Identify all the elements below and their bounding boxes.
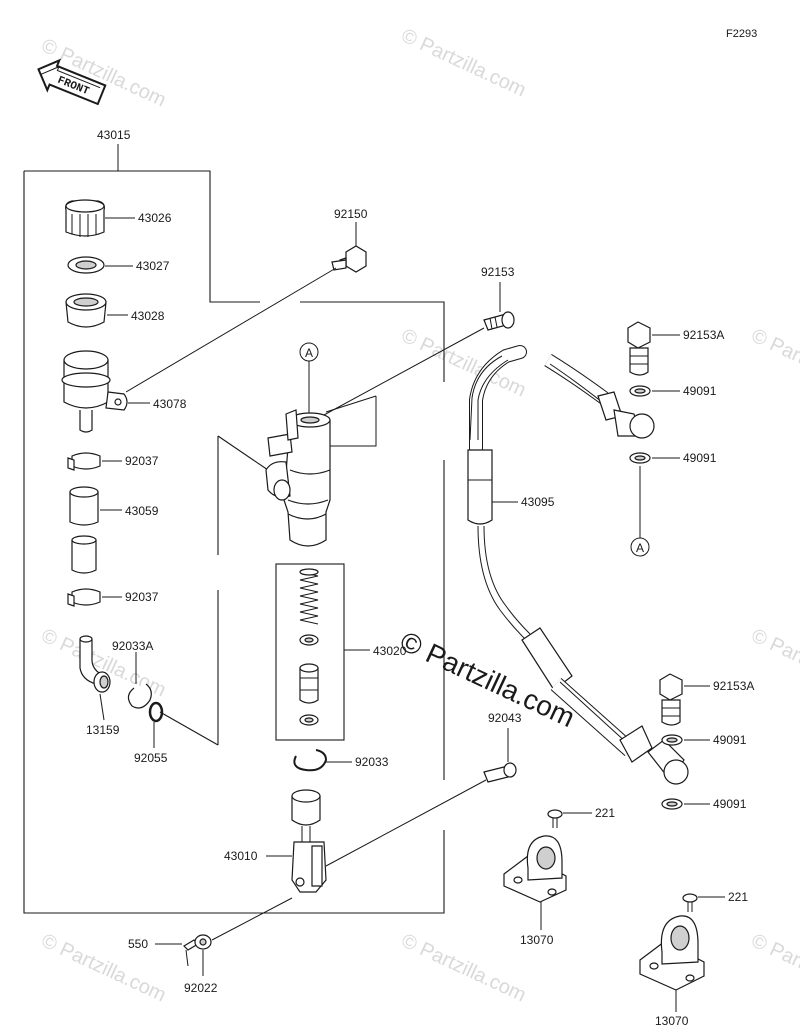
label-43078: 43078 (153, 397, 187, 411)
reservoir-diaphragm (65, 293, 107, 328)
banjo-bolt-upper (627, 321, 651, 376)
label-13070-b: 13070 (655, 1014, 689, 1028)
screw-221-b (682, 893, 698, 912)
watermark-9: © Partzilla.com (748, 930, 800, 1007)
label-221-a: 221 (595, 806, 615, 820)
watermark-6: © Partzilla.com (748, 625, 800, 702)
label-92043: 92043 (488, 711, 522, 725)
reservoir-tank (61, 350, 128, 433)
circlip-92033A (127, 683, 152, 709)
brake-hose (467, 345, 689, 785)
reservoir-hose (69, 486, 99, 574)
banjo-bolt-lower (659, 673, 683, 726)
label-92055: 92055 (134, 751, 168, 765)
circlip-92033 (293, 749, 328, 772)
assembly-frame: 43015 (23, 128, 445, 914)
label-43028: 43028 (131, 309, 165, 323)
screw-221-a (547, 809, 563, 828)
piston-kit (275, 563, 345, 741)
label-49091-1: 49091 (683, 384, 717, 398)
push-rod (291, 789, 327, 893)
label-49091-4: 49091 (713, 797, 747, 811)
label-221-b: 221 (728, 890, 748, 904)
bolt-92150 (331, 245, 367, 273)
label-550: 550 (128, 937, 148, 951)
label-49091-3: 49091 (713, 733, 747, 747)
reservoir-cap (65, 199, 105, 237)
o-ring-92055 (148, 701, 164, 723)
reservoir-plate (67, 256, 105, 274)
label-43020: 43020 (373, 644, 407, 658)
watermark-2: © Partzilla.com (398, 25, 529, 102)
watermark-4: © Partzilla.com (748, 325, 800, 402)
label-92033A: 92033A (112, 639, 153, 653)
hose-clamp-2 (67, 588, 101, 607)
clevis-pin (483, 762, 517, 783)
label-92150: 92150 (334, 207, 368, 221)
master-cylinder-body (265, 409, 331, 547)
front-arrow-icon: FRONT (37, 58, 107, 106)
marker-a-hose: A (636, 541, 644, 555)
figure-code: F2293 (726, 28, 757, 40)
label-92153A-lower: 92153A (713, 679, 754, 693)
label-92153A-upper: 92153A (683, 328, 724, 342)
hose-guide-a (503, 835, 567, 903)
label-43026: 43026 (138, 211, 172, 225)
hose-fitting (79, 635, 111, 693)
marker-a-cylinder: A (305, 346, 313, 360)
label-13159: 13159 (86, 723, 120, 737)
label-13070-a: 13070 (520, 933, 554, 947)
label-92153: 92153 (481, 265, 515, 279)
piston-spring (299, 568, 319, 625)
hose-guide-b (639, 915, 705, 991)
watermark-3: © Partzilla.com (398, 325, 529, 402)
watermark-7: © Partzilla.com (38, 930, 169, 1007)
label-43010: 43010 (224, 849, 258, 863)
hose-clamp-1 (67, 452, 101, 471)
watermark-8: © Partzilla.com (398, 930, 529, 1007)
label-92022: 92022 (184, 981, 218, 995)
label-43095: 43095 (521, 495, 555, 509)
label-92033: 92033 (355, 755, 389, 769)
label-43015: 43015 (97, 128, 131, 142)
label-43027: 43027 (136, 259, 170, 273)
bolt-92153 (483, 311, 515, 331)
label-92037-top: 92037 (125, 454, 159, 468)
label-92037-bottom: 92037 (125, 590, 159, 604)
label-49091-2: 49091 (683, 451, 717, 465)
label-43059: 43059 (125, 504, 159, 518)
